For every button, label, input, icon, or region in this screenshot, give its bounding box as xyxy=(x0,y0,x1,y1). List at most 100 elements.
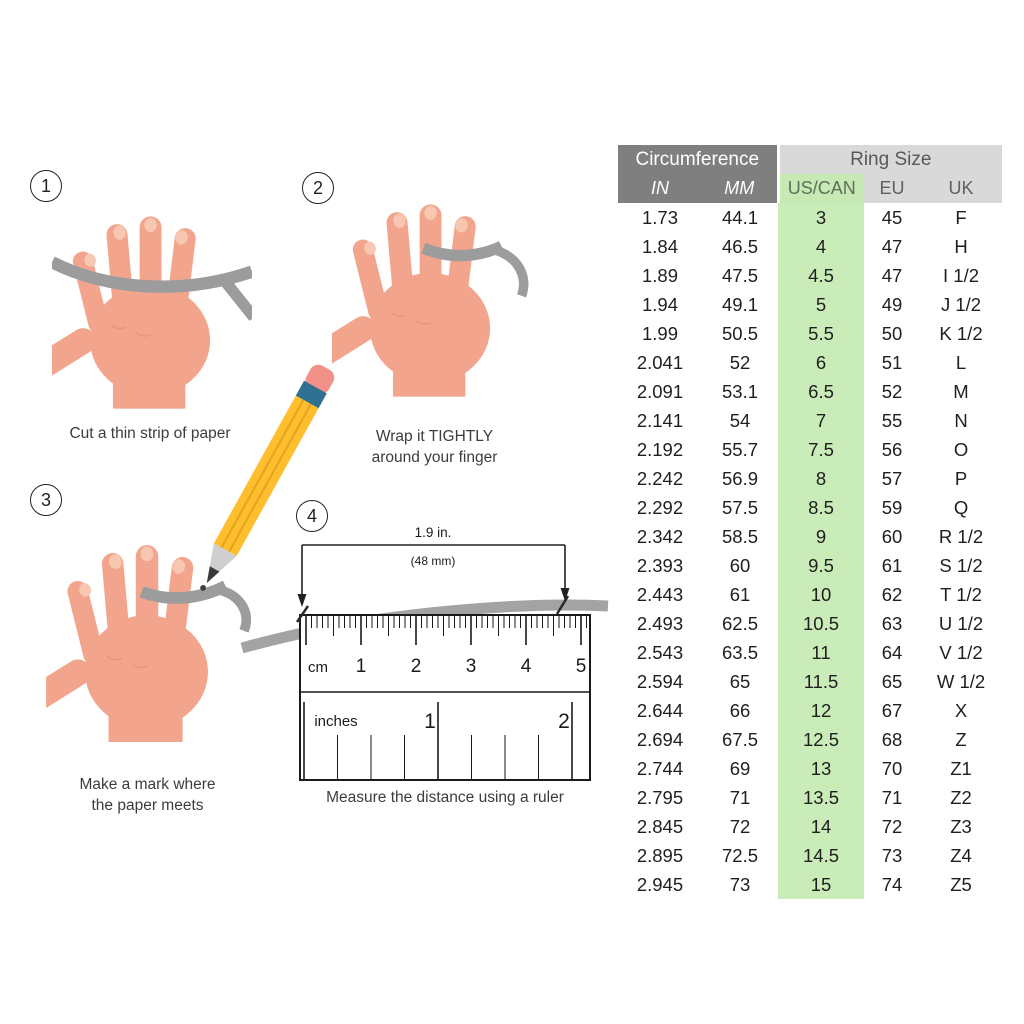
paper-strip-end xyxy=(218,585,251,633)
table-cell: 66 xyxy=(729,699,751,721)
inch-number: 1 xyxy=(424,710,436,733)
table-cell: 6.5 xyxy=(778,377,865,406)
table-cell: 56.9 xyxy=(722,467,759,489)
hand-illustration-step1 xyxy=(52,180,252,409)
column-header-eu: EU xyxy=(864,174,921,203)
table-cell: 47 xyxy=(881,264,903,286)
step-3-caption: Make a mark where the paper meets xyxy=(40,775,255,817)
table-cell: 7.5 xyxy=(778,435,865,464)
dimension-annotation xyxy=(297,544,570,607)
table-cell: 11.5 xyxy=(778,667,865,696)
table-cell: 6 xyxy=(778,348,865,377)
table-cell: 8 xyxy=(778,464,865,493)
ruler-illustration: cm 1 2 3 4 5 inches 1 2 1.9 in. (48 mm) xyxy=(240,525,609,781)
table-cell: 2.644 xyxy=(636,699,684,721)
table-cell: 13 xyxy=(778,754,865,783)
table-cell: 67 xyxy=(881,699,903,721)
table-cell: 5 xyxy=(778,290,865,319)
table-cell: 5.5 xyxy=(778,319,865,348)
table-cell: 65 xyxy=(881,670,903,692)
table-cell: Z4 xyxy=(950,844,972,866)
ring-size-group-header: Ring Size xyxy=(778,145,1003,174)
table-cell: 73 xyxy=(881,844,903,866)
table-cell: 2.242 xyxy=(636,467,684,489)
table-cell: 73 xyxy=(729,873,751,895)
table-cell: 70 xyxy=(881,757,903,779)
table-cell: 9.5 xyxy=(778,551,865,580)
table-cell: 10.5 xyxy=(778,609,865,638)
table-cell: 71 xyxy=(729,786,751,808)
table-cell: 1.73 xyxy=(641,206,678,228)
dimension-label-bottom: (48 mm) xyxy=(411,554,456,568)
cm-unit-label: cm xyxy=(308,659,328,676)
caption-line: Make a mark where xyxy=(79,776,216,793)
table-cell: 62.5 xyxy=(722,612,759,634)
table-cell: 46.5 xyxy=(722,235,759,257)
step-4-caption: Measure the distance using a ruler xyxy=(290,788,600,809)
paper-strip xyxy=(421,241,504,262)
inch-number: 2 xyxy=(558,710,570,733)
table-cell: 72.5 xyxy=(722,844,759,866)
table-cell: 2.594 xyxy=(636,670,684,692)
column-header-uscan: US/CAN xyxy=(778,174,865,203)
table-cell: 1.94 xyxy=(641,293,678,315)
cm-number: 1 xyxy=(356,656,367,677)
pen-mark xyxy=(200,585,207,591)
table-cell: 9 xyxy=(778,522,865,551)
table-cell: W 1/2 xyxy=(936,670,986,692)
table-cell: 2.091 xyxy=(636,380,684,402)
cm-number: 2 xyxy=(411,656,422,677)
table-cell: M xyxy=(953,380,969,402)
ruler-body xyxy=(299,614,591,781)
table-cell: 72 xyxy=(729,815,751,837)
caption-line: Measure the distance using a ruler xyxy=(326,789,564,806)
table-cell: 52 xyxy=(881,380,903,402)
table-cell: 2.292 xyxy=(636,496,684,518)
pencil-tip xyxy=(206,566,220,583)
inch-ticks xyxy=(303,702,573,780)
table-cell: 2.845 xyxy=(636,815,684,837)
table-cell: 1.84 xyxy=(641,235,678,257)
table-cell: 53.1 xyxy=(722,380,759,402)
table-cell: V 1/2 xyxy=(939,641,983,663)
step-4-badge: 4 xyxy=(296,500,328,532)
caption-line: around your finger xyxy=(371,448,498,466)
table-row: 2.091 53.1 6.5 52 M xyxy=(618,377,1002,406)
caption-line: Wrap it TIGHTLY xyxy=(375,428,494,445)
table-cell: 56 xyxy=(881,438,903,460)
table-cell: H xyxy=(954,235,968,257)
table-cell: 14 xyxy=(778,812,865,841)
column-header-mm: MM xyxy=(702,174,780,203)
table-cell: X xyxy=(954,699,968,721)
table-cell: 49.1 xyxy=(722,293,759,315)
table-cell: S 1/2 xyxy=(939,554,983,576)
table-cell: Z xyxy=(955,728,967,750)
table-cell: 63 xyxy=(881,612,903,634)
cm-number: 5 xyxy=(576,656,587,677)
caption-line: Cut a thin strip of paper xyxy=(69,425,231,442)
table-cell: 59 xyxy=(881,496,903,518)
table-cell: 47 xyxy=(881,235,903,257)
table-cell: 13.5 xyxy=(778,783,865,812)
pencil-ferrule xyxy=(295,380,327,409)
dimension-label-top: 1.9 in. xyxy=(415,525,452,540)
table-cell: 1.99 xyxy=(641,322,678,344)
table-cell: Z3 xyxy=(950,815,972,837)
table-cell: L xyxy=(955,351,967,373)
pencil-icon xyxy=(206,364,335,583)
table-cell: F xyxy=(955,206,967,228)
table-cell: 2.041 xyxy=(636,351,684,373)
table-cell: 57 xyxy=(881,467,903,489)
paper-strip xyxy=(139,580,229,604)
